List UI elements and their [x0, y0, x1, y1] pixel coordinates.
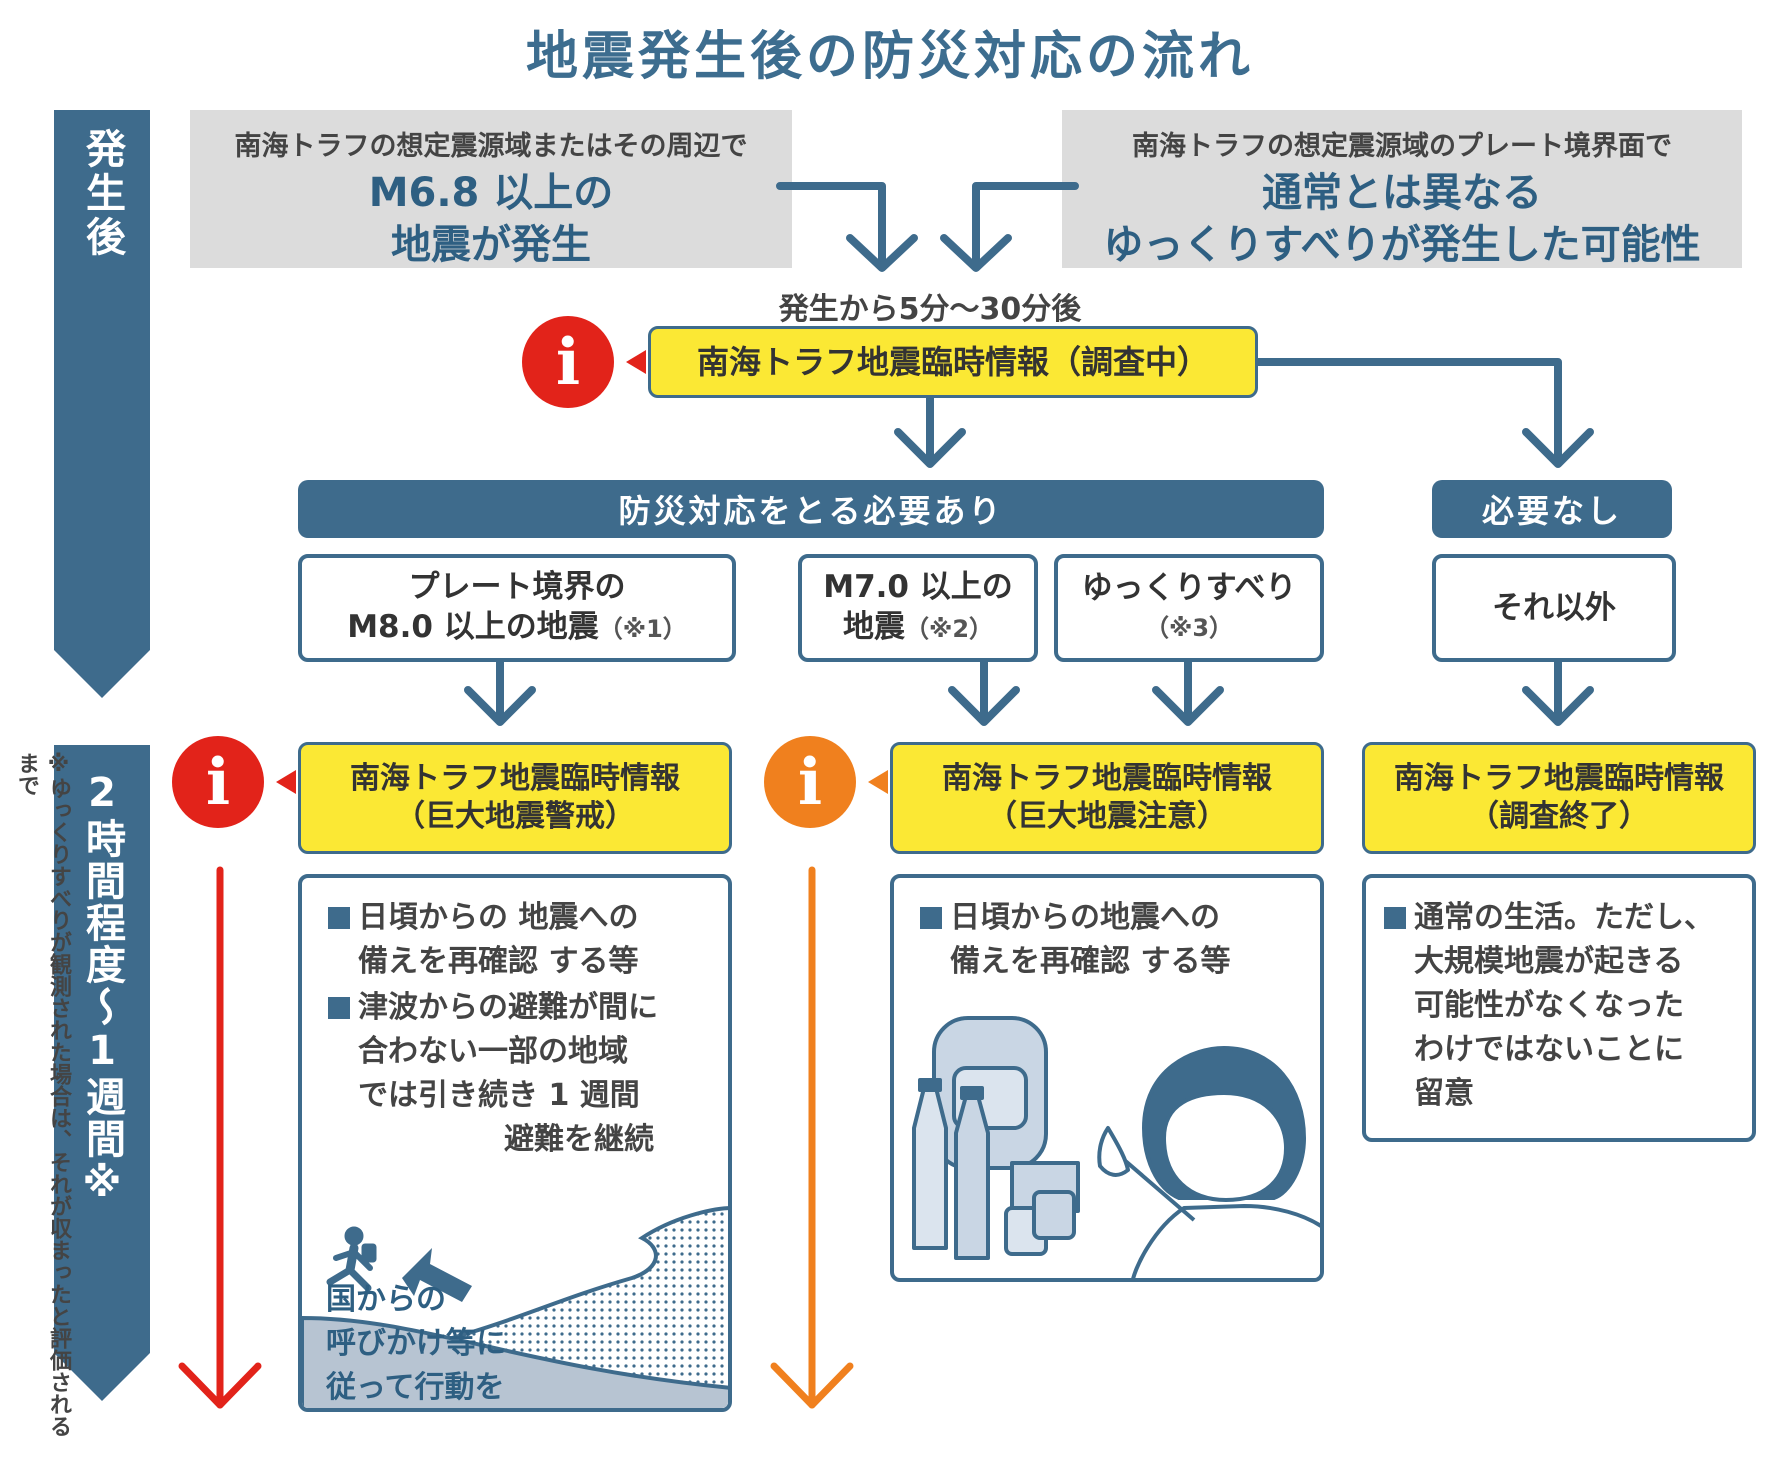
info-caution-line1: 南海トラフ地震臨時情報 [942, 761, 1272, 796]
case-plate-line2: M8.0 以上の地震 [347, 609, 599, 645]
info-icon: i [522, 316, 614, 408]
info-icon: i [172, 736, 264, 828]
case-slow-line1: ゆっくりすべり [1081, 570, 1297, 606]
phase-label-period: 2時間程度〜1週間※ [79, 770, 125, 1208]
info-end-line2: （調査終了） [1469, 799, 1649, 834]
phase-arrow-after [54, 110, 150, 698]
info-warning-line1: 南海トラフ地震臨時情報 [350, 761, 680, 796]
phase-arrow-period [54, 745, 150, 1401]
trigger-slip-context: 南海トラフの想定震源域のプレート境界面で [1132, 131, 1672, 162]
action-warning-box: 日頃からの 地震への 備えを再確認 する等 津波からの避難が間に 合わない一部の… [298, 874, 732, 1412]
evacuation-illustration [302, 1206, 728, 1408]
footnote: ※ゆっくりすべりが観測された場合は、それが収まったと評価されるまで [14, 752, 71, 1437]
info-end-box: 南海トラフ地震臨時情報 （調査終了） [1362, 742, 1756, 854]
trigger-slip-box: 南海トラフの想定震源域のプレート境界面で 通常とは異なる ゆっくりすべりが発生し… [1062, 110, 1742, 268]
trigger-slip-line1: 通常とは異なる [1262, 170, 1542, 216]
trigger-earthquake-box: 南海トラフの想定震源域またはその周辺で M6.8 以上の 地震が発生 [190, 110, 792, 268]
case-m7-line1: M7.0 以上の [823, 569, 1013, 605]
bullet-square-icon [328, 907, 350, 929]
info-caution-line2: （巨大地震注意） [987, 799, 1227, 834]
action-warning-footer: 国からの 呼びかけ等に 従って行動を [326, 1282, 506, 1405]
action-caution-bullet1: 日頃からの地震への 備えを再確認 する等 [920, 896, 1230, 984]
case-other-label: それ以外 [1492, 590, 1616, 626]
trigger-earthquake-line1: M6.8 以上の [368, 170, 614, 216]
preparedness-illustration [912, 1016, 1320, 1278]
trigger-slip-line2: ゆっくりすべりが発生した可能性 [1103, 222, 1701, 268]
info-warning-box: 南海トラフ地震臨時情報 （巨大地震警戒） [298, 742, 732, 854]
case-slow-note: （※3） [1144, 614, 1234, 642]
trigger-earthquake-context: 南海トラフの想定震源域またはその周辺で [234, 131, 748, 162]
bullet-square-icon [328, 997, 350, 1019]
branch-no-need: 必要なし [1432, 480, 1672, 538]
case-other: それ以外 [1432, 554, 1676, 662]
case-plate-m8: プレート境界の M8.0 以上の地震（※1） [298, 554, 736, 662]
case-m7: M7.0 以上の 地震（※2） [798, 554, 1038, 662]
trigger-earthquake-line2: 地震が発生 [391, 222, 591, 268]
phase-label-after: 発生後 [79, 128, 125, 260]
action-warning-bullet1: 日頃からの 地震への 備えを再確認 する等 [328, 896, 638, 984]
action-end-box: 通常の生活。ただし、 大規模地震が起きる 可能性がなくなった わけではないことに… [1362, 874, 1756, 1142]
case-m7-note: （※2） [904, 615, 994, 643]
action-caution-box: 日頃からの地震への 備えを再確認 する等 [890, 874, 1324, 1282]
case-plate-note: （※1） [598, 615, 687, 643]
info-investigating-label: 南海トラフ地震臨時情報（調査中） [696, 343, 1209, 381]
info-caution-box: 南海トラフ地震臨時情報 （巨大地震注意） [890, 742, 1324, 854]
info-end-line1: 南海トラフ地震臨時情報 [1394, 761, 1724, 796]
case-plate-line1: プレート境界の [408, 569, 626, 605]
timing-label: 発生から5分〜30分後 [778, 292, 1082, 327]
info-investigating-box: 南海トラフ地震臨時情報（調査中） [648, 326, 1258, 398]
branch-need: 防災対応をとる必要あり [298, 480, 1324, 538]
info-warning-line2: （巨大地震警戒） [395, 799, 635, 834]
bullet-square-icon [920, 907, 942, 929]
page-title: 地震発生後の防災対応の流れ [525, 27, 1254, 87]
action-end-bullet1: 通常の生活。ただし、 大規模地震が起きる 可能性がなくなった わけではないことに… [1384, 896, 1714, 1116]
case-m7-line2: 地震 [842, 609, 905, 645]
case-slow-slip: ゆっくりすべり （※3） [1054, 554, 1324, 662]
info-icon: i [764, 736, 856, 828]
action-warning-bullet2: 津波からの避難が間に 合わない一部の地域 では引き続き 1 週間 避難を継続 [328, 986, 658, 1162]
bullet-square-icon [1384, 907, 1406, 929]
